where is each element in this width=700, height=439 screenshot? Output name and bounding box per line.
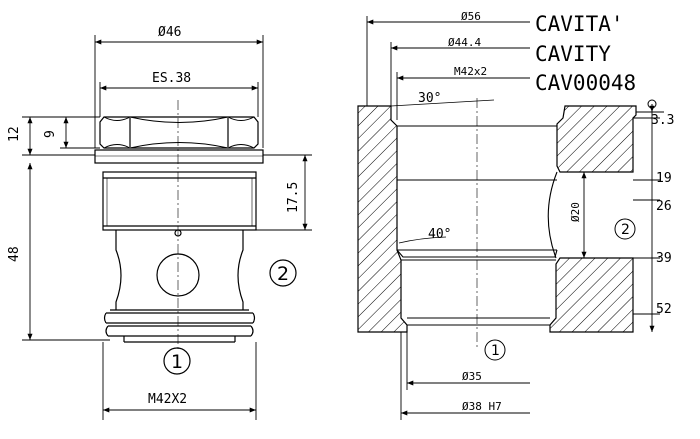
dim-pilot-bore: Ø38 H7: [462, 400, 502, 413]
valve-port-1-label: 1: [171, 351, 183, 373]
valve-body: [115, 230, 244, 310]
dim-depth-52: 52: [656, 302, 672, 317]
cavity-right-wall-lower: [549, 257, 634, 333]
cavity-port-2-label: 2: [621, 222, 630, 238]
valve-seal-rings: [103, 309, 256, 337]
datum-marker: [647, 99, 657, 109]
dim-depth-39: 39: [656, 251, 672, 266]
valve-port-2-label: 2: [277, 263, 289, 285]
valve-flange: [94, 149, 264, 164]
cavity-lines: [390, 98, 558, 350]
dim-body-length: 48: [7, 246, 22, 262]
cavity-port-1-label: 1: [491, 343, 500, 359]
valve-port-1-marker: [163, 347, 191, 375]
dim-valve-thread: M42X2: [148, 392, 187, 407]
cavity-dimensions: [366, 16, 664, 420]
dim-cavity-bore: Ø44.4: [448, 36, 481, 49]
cavity-right-wall-upper: [556, 105, 637, 173]
title-line-2: CAVITY: [535, 42, 611, 66]
dim-cavity-outer: Ø56: [461, 10, 481, 23]
dim-lower-bore: Ø35: [462, 370, 482, 383]
dim-port-diameter: Ø20: [569, 202, 582, 222]
dim-angle-bottom: 40°: [428, 227, 451, 242]
cavity-left-wall: [357, 105, 408, 333]
cavity-section: [357, 105, 637, 333]
valve-dimensions: [22, 35, 312, 420]
dim-depth-26: 26: [656, 199, 672, 214]
dim-spot-depth: 3.3: [651, 113, 674, 128]
dim-hex-size: ES.38: [152, 71, 191, 86]
dim-thread-length: 17.5: [286, 182, 301, 213]
cavity-port-1-marker: [484, 339, 506, 361]
dim-valve-diameter: Ø46: [158, 25, 181, 40]
cavity-port-2-curve: [547, 171, 558, 259]
dim-cavity-thread: M42x2: [454, 65, 487, 78]
title-line-3: CAV00048: [535, 71, 636, 95]
dim-angle-top: 30°: [418, 91, 441, 106]
title-line-1: CAVITA': [535, 12, 624, 36]
dim-hex-height: 9: [43, 130, 58, 138]
valve-thread: [102, 171, 257, 231]
dim-depth-19: 19: [656, 171, 672, 186]
valve-port-2-marker: [269, 259, 297, 287]
valve-view: [94, 116, 264, 343]
valve-hex-nut: [99, 116, 259, 149]
cavity-port-2-marker: [614, 218, 636, 240]
dim-top-height: 12: [7, 126, 22, 142]
